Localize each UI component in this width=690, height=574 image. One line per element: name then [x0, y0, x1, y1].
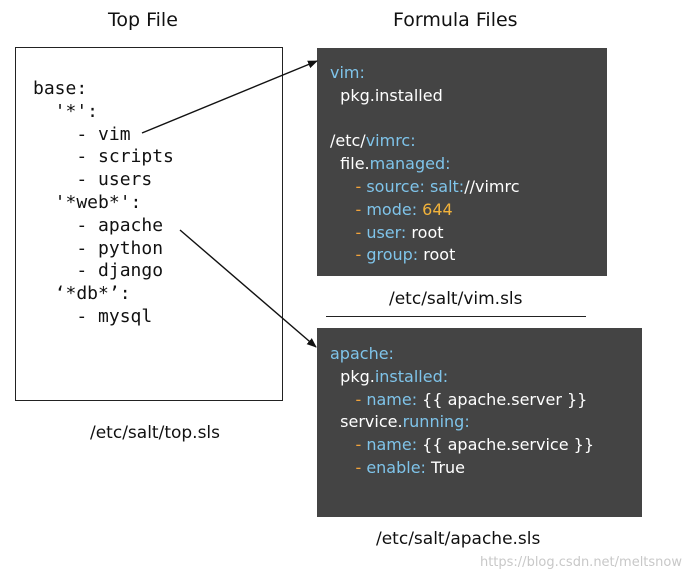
arrow-vim-to-vim-sls: [141, 60, 318, 134]
vim-line-source: - source: salt://vimrc: [355, 176, 520, 196]
apache-line-enable: - enable: True: [355, 457, 466, 477]
top-line-django: - django: [33, 260, 164, 282]
top-line-mysql: - mysql: [33, 305, 153, 327]
top-file-box: base: '*': - vim - scripts - users '*web…: [15, 47, 283, 401]
top-line-python: - python: [33, 237, 164, 259]
top-line-apache: - apache: [33, 214, 164, 236]
watermark: https://blog.csdn.net/meltsnow: [479, 555, 682, 570]
apache-sls-code: apache: pkg.installed: - name: {{ apache…: [330, 343, 594, 480]
section-divider: [326, 316, 586, 317]
vim-line-mode: - mode: 644: [355, 199, 453, 219]
apache-line-state: apache:: [330, 344, 394, 363]
top-line-web-minions: '*web*':: [33, 191, 142, 213]
vim-line-vimrc: /etc/vimrc:: [330, 131, 416, 151]
top-line-base: base:: [33, 78, 88, 99]
vim-line-group: - group: root: [355, 245, 456, 265]
top-line-scripts: - scripts: [33, 146, 174, 168]
apache-line-pkg: pkg.installed:: [340, 366, 449, 386]
top-line-all-minions: '*':: [33, 100, 99, 122]
vim-sls-caption: /etc/salt/vim.sls: [389, 289, 523, 309]
vim-line-state: vim:: [330, 63, 365, 82]
top-file-code: base: '*': - vim - scripts - users '*web…: [33, 78, 174, 329]
vim-sls-code: vim: pkg.installed /etc/vimrc: file.mana…: [330, 62, 520, 267]
formula-files-heading: Formula Files: [393, 9, 518, 31]
top-file-caption: /etc/salt/top.sls: [90, 423, 221, 443]
vim-sls-panel: vim: pkg.installed /etc/vimrc: file.mana…: [317, 48, 607, 276]
apache-line-pkg-name: - name: {{ apache.server }}: [355, 389, 588, 409]
apache-line-service-name: - name: {{ apache.service }}: [355, 435, 595, 455]
top-line-db-minions: ‘*db*’:: [33, 283, 131, 305]
apache-sls-caption: /etc/salt/apache.sls: [376, 529, 541, 549]
vim-line-pkg: pkg.installed: [340, 85, 443, 105]
top-line-vim: - vim: [33, 123, 131, 145]
apache-sls-panel: apache: pkg.installed: - name: {{ apache…: [317, 328, 642, 517]
top-line-users: - users: [33, 169, 153, 191]
top-file-heading: Top File: [108, 9, 178, 31]
vim-line-user: - user: root: [355, 222, 444, 242]
apache-line-service: service.running:: [340, 412, 470, 432]
arrow-apache-to-apache-sls: [179, 229, 317, 348]
vim-line-file-managed: file.managed:: [340, 154, 451, 174]
